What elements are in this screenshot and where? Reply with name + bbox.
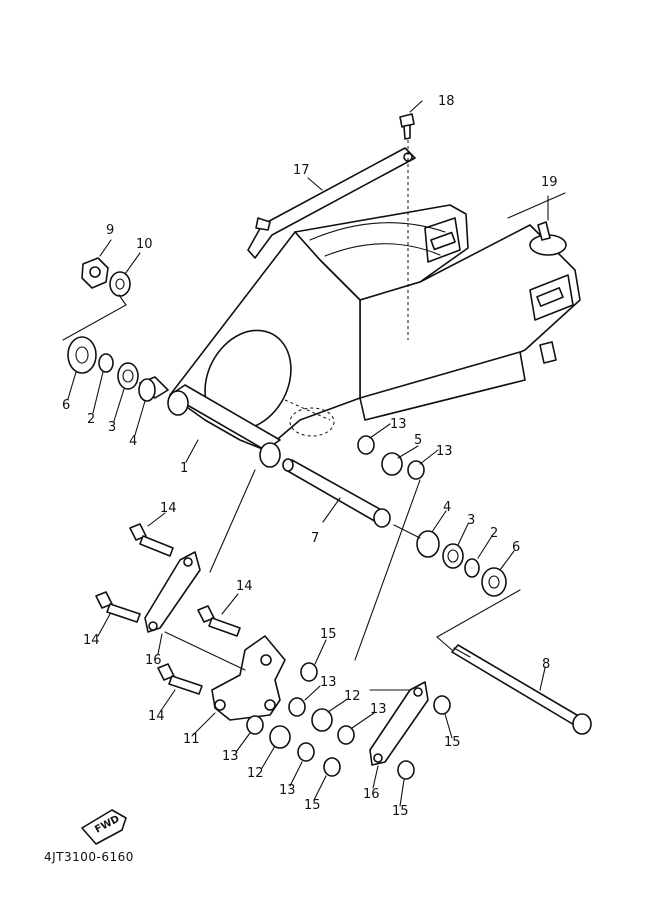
callout-13-b: 13: [436, 444, 453, 459]
part-code: 4JT3100-6160: [44, 850, 134, 864]
nuts-15: [397, 695, 451, 780]
callout-15-d: 15: [392, 804, 409, 819]
callout-13-a: 13: [390, 417, 407, 432]
callout-14-b: 14: [83, 633, 100, 648]
pivot-shaft: [282, 458, 391, 528]
swingarm-body: [167, 204, 581, 468]
callout-7: 7: [311, 531, 319, 546]
callout-13-c: 13: [320, 675, 337, 690]
fwd-arrow-icon: FWD: [81, 809, 127, 845]
callout-15-c: 15: [444, 735, 461, 750]
connecting-rod-left: [144, 551, 201, 633]
callout-12-b: 12: [247, 766, 264, 781]
callout-19: 19: [541, 175, 558, 190]
callout-16-a: 16: [145, 653, 162, 668]
callout-2: 2: [87, 412, 95, 427]
callout-8: 8: [542, 657, 550, 672]
callout-14-d: 14: [148, 709, 165, 724]
callout-2-b: 2: [490, 526, 498, 541]
callout-16-b: 16: [363, 787, 380, 802]
callout-5: 5: [414, 433, 422, 448]
callout-4: 4: [129, 434, 137, 449]
callout-9: 9: [106, 223, 114, 238]
callout-13-f: 13: [279, 783, 296, 798]
screw-18: [399, 113, 415, 140]
callout-17: 17: [293, 163, 310, 178]
right-parts-stack: [416, 530, 507, 597]
callout-11: 11: [183, 732, 200, 747]
callout-10: 10: [136, 237, 153, 252]
callout-3-b: 3: [467, 513, 475, 528]
callout-13-e: 13: [222, 749, 239, 764]
long-bolt-8: [451, 644, 592, 735]
callout-3: 3: [108, 420, 116, 435]
collar-set-lower: [246, 662, 355, 777]
bolts-14: [95, 523, 241, 695]
callout-4-b: 4: [443, 500, 451, 515]
callout-1: 1: [180, 461, 188, 476]
callout-6-b: 6: [512, 540, 520, 555]
callout-14-a: 14: [160, 501, 177, 516]
left-parts-stack: [67, 257, 169, 402]
collar-set-upper: [357, 435, 425, 480]
callout-labels: 18 17 19 9 10 6 2 3 4 1 13 5 13 14 7 4 3…: [62, 94, 558, 819]
leader-lines: [62, 100, 566, 807]
connecting-rod-right: [369, 681, 429, 766]
relay-arm: [211, 635, 286, 721]
callout-13-d: 13: [370, 702, 387, 717]
callout-12-a: 12: [344, 689, 361, 704]
callout-18: 18: [438, 94, 455, 109]
callout-14-c: 14: [236, 579, 253, 594]
callout-15-a: 15: [320, 627, 337, 642]
callout-15-b: 15: [304, 798, 321, 813]
band-clamp: [529, 221, 567, 256]
callout-6: 6: [62, 398, 70, 413]
